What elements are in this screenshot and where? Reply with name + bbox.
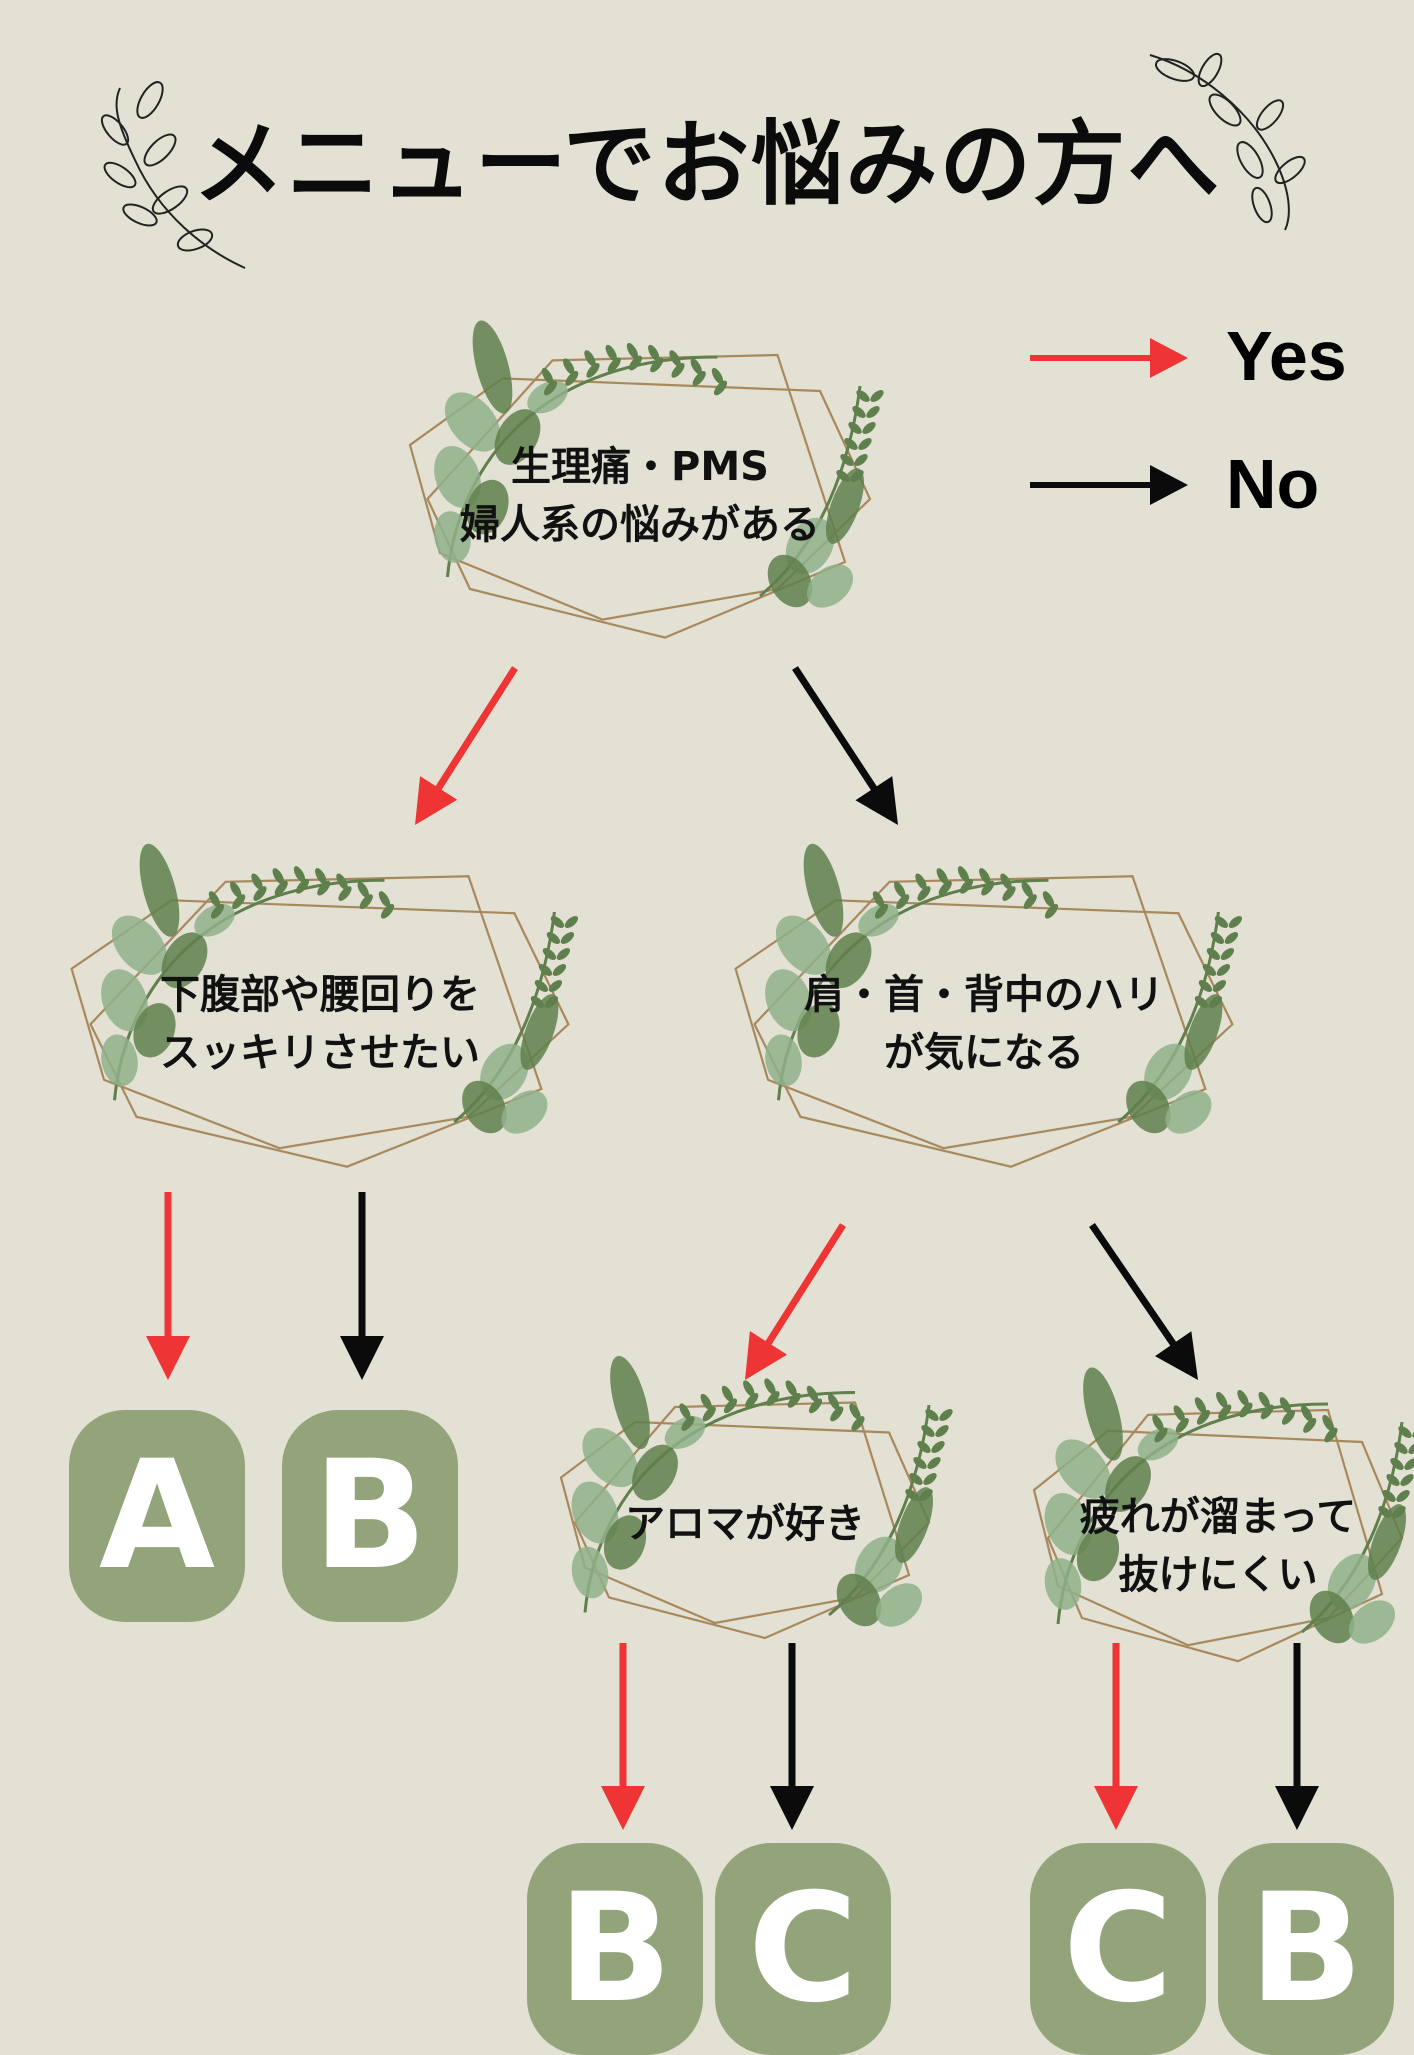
question-1-line1: 生理痛・PMS	[511, 444, 769, 490]
result-c-aroma-no: C	[715, 1843, 891, 2055]
question-1-line2: 婦人系の悩みがある	[460, 502, 820, 548]
question-2-wreath-icon	[70, 843, 579, 1168]
question-2-line2: スッキリさせたい	[160, 1030, 480, 1076]
page-title: メニューでお悩みの方へ	[192, 111, 1222, 218]
title-sprig-right-icon	[1149, 52, 1306, 231]
arrow-q2-no	[340, 1192, 384, 1380]
result-b-aroma-yes: B	[527, 1843, 703, 2055]
question-3-wreath-icon	[734, 843, 1243, 1168]
question-4-wreath-icon	[559, 1355, 953, 1640]
result-b-left: B	[282, 1410, 458, 1622]
flowchart-graphics	[70, 52, 1414, 1830]
arrow-q3-yes	[745, 1223, 846, 1380]
arrow-q1-yes	[415, 666, 518, 825]
question-5: 疲れが溜まって 抜けにくい	[1080, 1488, 1356, 1604]
question-2: 下腹部や腰回りを スッキリさせたい	[160, 966, 480, 1082]
question-2-line1: 下腹部や腰回りを	[160, 972, 480, 1018]
question-5-line1: 疲れが溜まって	[1079, 1494, 1357, 1540]
legend-yes-label: Yes	[1226, 317, 1347, 395]
title-sprig-left-icon	[100, 81, 246, 269]
question-3-line2: が気になる	[884, 1030, 1084, 1076]
result-b-fatigue-no: B	[1218, 1843, 1394, 2055]
result-a: A	[69, 1410, 245, 1622]
legend-yes-arrow	[1030, 338, 1188, 378]
arrow-q4-no	[770, 1643, 814, 1830]
legend-no-arrow	[1030, 465, 1188, 505]
question-5-wreath-icon	[1032, 1367, 1414, 1663]
question-3-line1: 肩・首・背中のハリ	[804, 972, 1164, 1018]
flowchart-canvas: メニューでお悩みの方へ Yes No 生理痛・PMS 婦人系の悩みがある 下腹部…	[69, 52, 1414, 2055]
legend-no-label: No	[1226, 445, 1320, 523]
question-3: 肩・首・背中のハリ が気になる	[804, 966, 1164, 1082]
arrow-q5-no	[1275, 1643, 1319, 1830]
arrow-q1-no	[792, 666, 898, 825]
question-1: 生理痛・PMS 婦人系の悩みがある	[460, 438, 820, 554]
result-c-fatigue-yes: C	[1030, 1843, 1206, 2055]
arrow-q4-yes	[601, 1643, 645, 1830]
question-1-wreath-icon	[408, 320, 884, 639]
arrow-q5-yes	[1094, 1643, 1138, 1830]
arrow-q3-no	[1089, 1223, 1198, 1380]
question-4: アロマが好き	[625, 1495, 865, 1553]
question-4-line1: アロマが好き	[625, 1501, 865, 1547]
question-5-line2: 抜けにくい	[1118, 1552, 1318, 1598]
arrow-q2-yes	[146, 1192, 190, 1380]
